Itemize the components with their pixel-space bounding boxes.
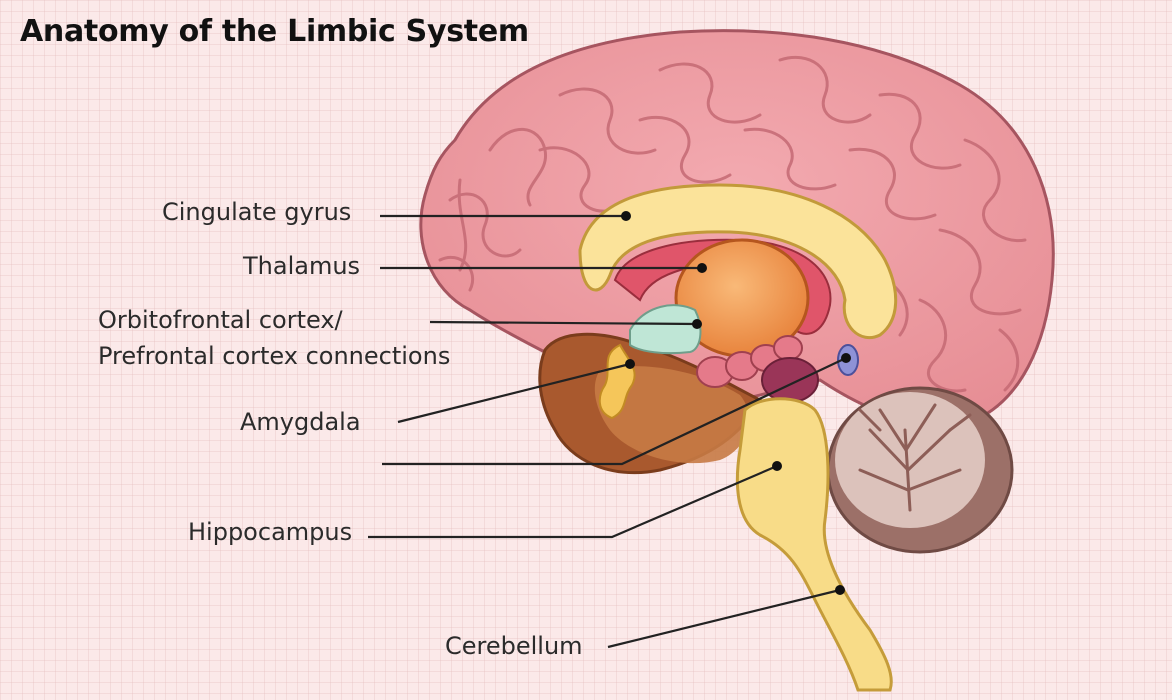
label-cingulate-gyrus: Cingulate gyrus — [162, 198, 352, 226]
cerebellum-shape — [826, 386, 1014, 554]
label-thalamus: Thalamus — [243, 252, 361, 280]
label-amygdala: Amygdala — [240, 408, 361, 436]
leader-dots — [621, 211, 851, 595]
leader-lines — [368, 214, 847, 649]
label-hippocampus: Hippocampus — [188, 518, 353, 546]
label-orbitofrontal-line1: Orbitofrontal cortex/ — [98, 306, 343, 334]
label-cerebellum: Cerebellum — [445, 632, 583, 660]
brainstem-shape — [735, 397, 893, 692]
orbitofrontal-shape — [629, 304, 702, 355]
amygdala-shape — [761, 357, 819, 403]
leader-cerebellum — [607, 588, 841, 649]
diagram-title: Anatomy of the Limbic System — [20, 14, 529, 49]
temporal-lobe — [594, 366, 750, 464]
leader-pituitary — [382, 357, 847, 466]
cingulate-gyrus-shape — [578, 183, 898, 339]
leader-amygdala — [397, 362, 631, 424]
leader-hippocampus — [368, 464, 778, 539]
label-orbitofrontal-line2: Prefrontal cortex connections — [98, 342, 451, 370]
leader-orbitofrontal — [429, 320, 698, 326]
